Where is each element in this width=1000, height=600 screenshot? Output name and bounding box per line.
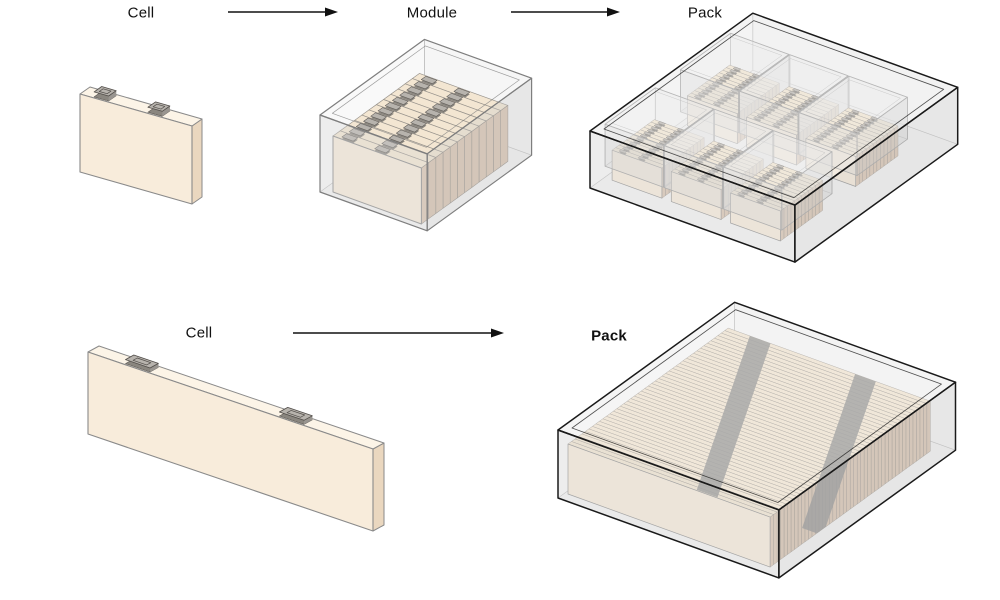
label-pack-top: Pack xyxy=(687,4,723,22)
label-pack-bottom: Pack xyxy=(591,327,627,345)
arrow-module-to-pack xyxy=(511,7,620,17)
pack-illustration-cell-to-pack xyxy=(557,301,957,579)
pack-illustration-modular xyxy=(589,12,959,263)
arrow-cell-to-pack xyxy=(293,328,504,338)
arrow-cell-to-module xyxy=(228,7,338,17)
label-cell-top: Cell xyxy=(127,4,155,22)
cell-illustration-prismatic xyxy=(79,86,203,205)
module-illustration xyxy=(319,38,533,232)
cell-illustration-blade xyxy=(87,345,385,532)
label-cell-bottom: Cell xyxy=(185,324,213,342)
label-module: Module xyxy=(406,4,458,22)
